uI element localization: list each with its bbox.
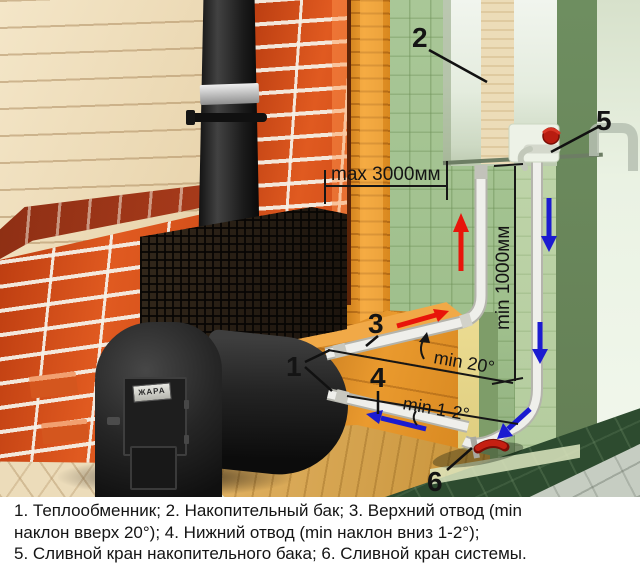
- storage-tank-edge: [443, 0, 451, 166]
- drain-valve-handle: [475, 440, 507, 451]
- callout-4-lower-outlet: 4: [370, 362, 386, 393]
- callout-1-heat-exchanger: 1: [286, 351, 302, 382]
- door-hinge: [184, 435, 189, 444]
- pipe-fitting: [459, 312, 473, 329]
- chimney-damper-knob: [186, 110, 195, 125]
- hot-diagonal-arrow: [396, 312, 437, 329]
- green-wall-corner: [479, 312, 498, 464]
- wall-joint-line: [347, 0, 351, 305]
- faucet-shadow-silhouette: [589, 123, 638, 171]
- callout-6-system-drain: 6: [427, 466, 443, 497]
- callout-5-tank-drain: 5: [596, 105, 612, 136]
- upper-slope-annotation: min 20°: [327, 332, 514, 384]
- callout-2-storage-tank: 2: [412, 22, 428, 53]
- annotation-overlay: max 3000мм min 1000мм min 20° min 1-2°: [286, 22, 638, 497]
- cold-diagonal-arrow: [506, 407, 532, 431]
- stove-ash-drawer: [130, 446, 177, 490]
- green-wall-shadow-band: [556, 0, 598, 455]
- figure-caption: 1. Теплообменник; 2. Накопительный бак; …: [0, 497, 640, 564]
- caption-line-1: 1. Теплообменник; 2. Накопительный бак; …: [14, 501, 522, 520]
- dimension-max-offset-label: max 3000мм: [331, 164, 441, 185]
- upper-slope-label: min 20°: [432, 347, 496, 377]
- brick-column-highlight: [332, 0, 349, 272]
- callout-leaders: [304, 48, 599, 471]
- stove-door-handle: [107, 417, 120, 425]
- pale-wall-band: [597, 0, 640, 450]
- caption-line-3: 5. Сливной кран накопительного бака; 6. …: [14, 544, 527, 563]
- callout-3-upper-outlet: 3: [368, 308, 384, 339]
- dimension-min-drop-label: min 1000мм: [493, 226, 514, 330]
- caption-line-2: наклон вверх 20°); 4. Нижний отвод (min …: [14, 522, 480, 542]
- chimney-damper-handle: [188, 113, 267, 122]
- dimension-min-drop: [491, 163, 524, 385]
- cold-flow-arrows: [366, 198, 557, 439]
- pipe-fitting: [334, 389, 350, 404]
- door-hinge: [184, 400, 189, 409]
- hot-flow-arrows: [396, 213, 469, 329]
- cold-return-arrow: [380, 415, 427, 432]
- tank-drain-tap: [508, 123, 561, 171]
- dimension-max-offset: [324, 161, 448, 204]
- hot-water-pipe: [324, 165, 488, 361]
- orange-wall-highlight: [360, 0, 383, 350]
- illustration-scene: ЖАРА: [0, 0, 640, 497]
- system-drain-valve: [470, 436, 510, 459]
